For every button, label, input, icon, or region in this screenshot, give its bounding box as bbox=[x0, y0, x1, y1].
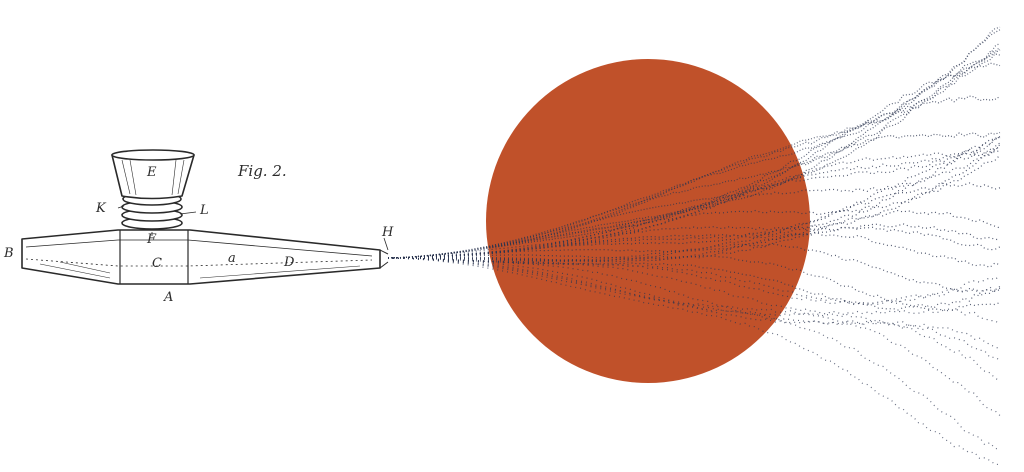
wave-strand bbox=[388, 146, 1001, 259]
label-f: F bbox=[146, 232, 157, 247]
figure-caption: Fig. 2. bbox=[237, 162, 287, 180]
wave-strand bbox=[387, 257, 1001, 451]
wave-strand bbox=[388, 226, 1001, 263]
label-e: E bbox=[146, 165, 157, 180]
orange-circle bbox=[486, 59, 810, 383]
kazoo-body bbox=[21, 229, 381, 285]
label-c: C bbox=[152, 256, 162, 271]
wave-strand bbox=[387, 142, 1001, 259]
wave-strand bbox=[388, 257, 1001, 350]
label-l: L bbox=[199, 203, 209, 218]
dotted-sound-wave bbox=[387, 26, 1001, 466]
wave-strand bbox=[388, 257, 1001, 311]
patent-labels: Fig. 2. B E K L F C a D A H bbox=[3, 162, 394, 305]
label-h: H bbox=[381, 225, 394, 240]
wave-strand bbox=[388, 243, 1001, 295]
label-b: B bbox=[3, 246, 14, 261]
wave-strand bbox=[387, 131, 1001, 259]
label-a-lower: a bbox=[228, 251, 236, 266]
wave-strand bbox=[388, 209, 1001, 259]
label-a-upper: A bbox=[163, 290, 173, 305]
label-k: K bbox=[95, 201, 107, 216]
kazoo-patent-drawing bbox=[21, 149, 389, 285]
wave-strand bbox=[387, 257, 1001, 382]
label-d: D bbox=[283, 255, 295, 270]
wave-strand bbox=[388, 150, 1001, 259]
